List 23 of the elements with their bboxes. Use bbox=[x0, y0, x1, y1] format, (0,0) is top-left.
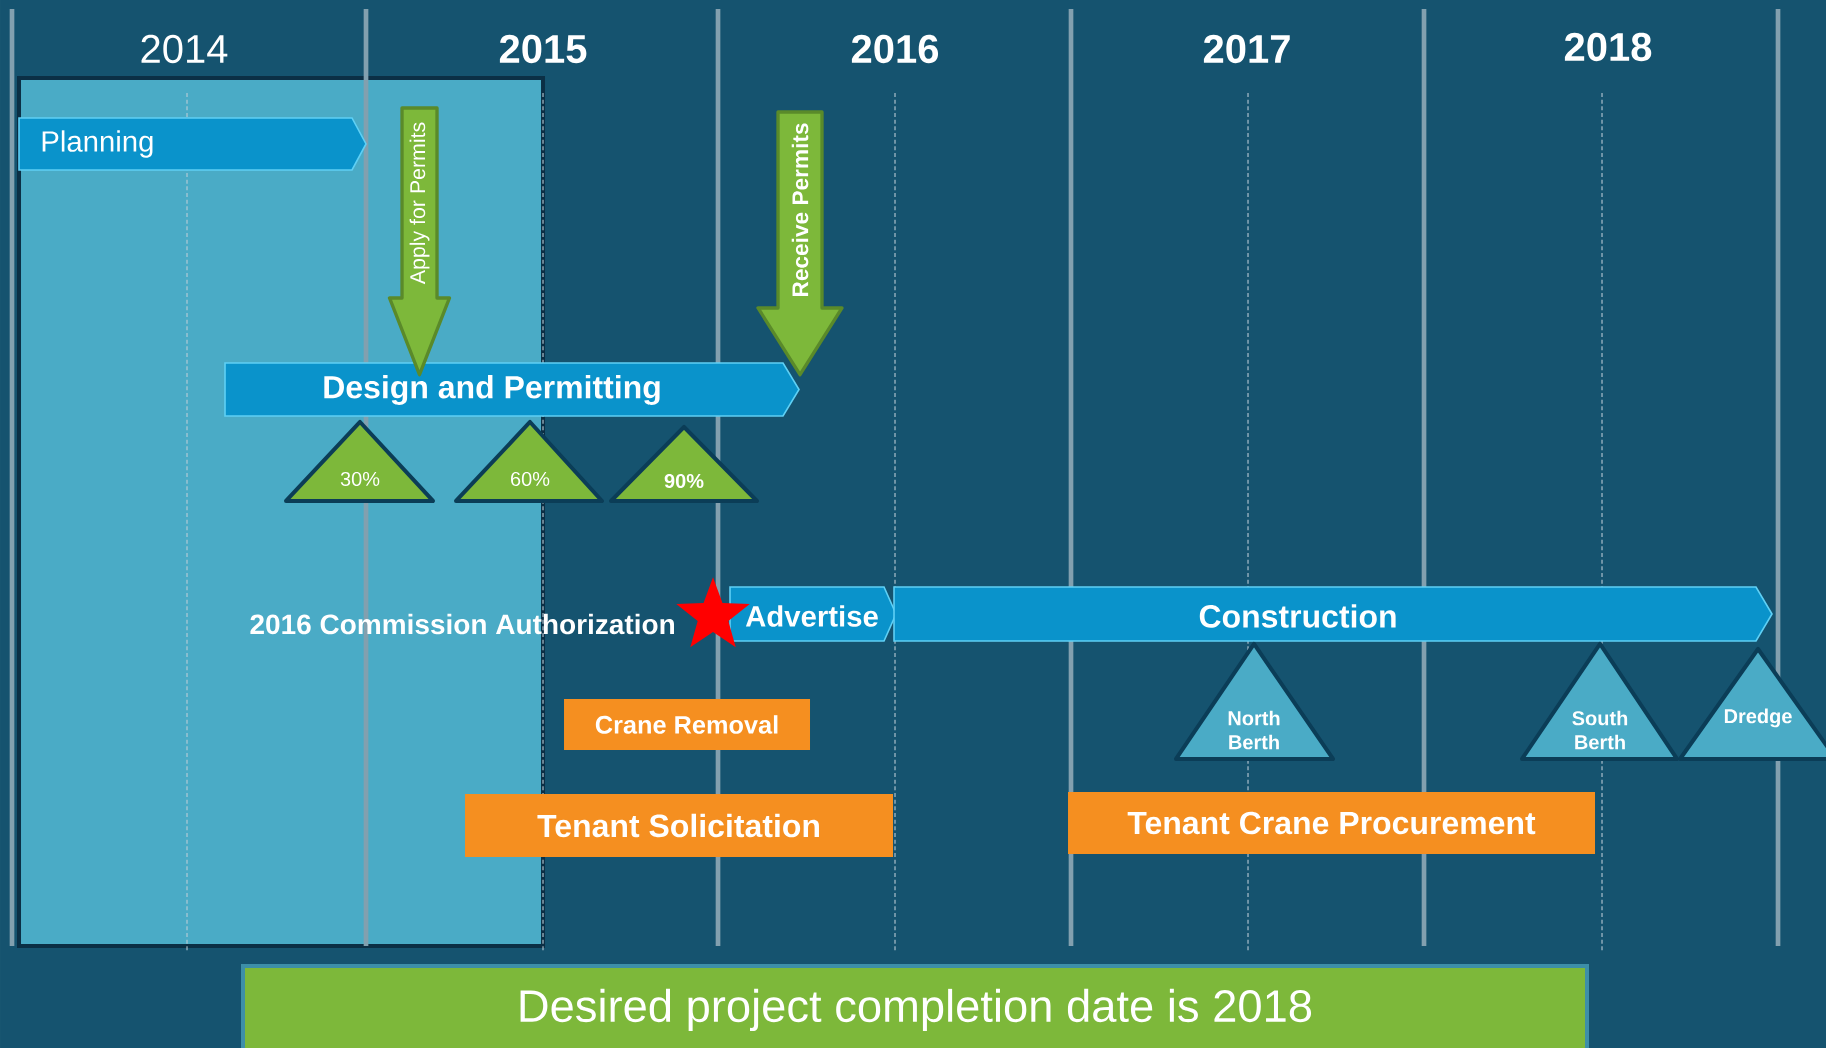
task-box: Tenant Solicitation bbox=[465, 794, 893, 857]
year-label: 2015 bbox=[499, 34, 587, 64]
milestone-triangle: South Berth bbox=[1520, 642, 1679, 761]
milestone-triangle: 30% bbox=[284, 420, 435, 503]
task-box: Tenant Crane Procurement bbox=[1068, 792, 1595, 854]
year-label: 2016 bbox=[851, 34, 939, 64]
phase-bar: Design and Permitting bbox=[224, 362, 800, 417]
edge-label: Apply for Permits bbox=[409, 122, 430, 285]
block-arrow bbox=[756, 110, 844, 377]
milestone-triangle: 90% bbox=[609, 425, 759, 503]
banner-box: Desired project completion date is 2018 bbox=[241, 964, 1589, 1048]
phase-bar: Advertise bbox=[729, 586, 897, 642]
milestone-label: 2016 Commission Authorization bbox=[250, 613, 674, 635]
block-arrow bbox=[387, 106, 452, 377]
phase-bar: Planning bbox=[18, 117, 367, 171]
milestone-triangle: Dredge bbox=[1678, 647, 1826, 761]
milestone-triangle: North Berth bbox=[1174, 642, 1335, 761]
year-label: 2018 bbox=[1564, 32, 1652, 62]
task-box: Crane Removal bbox=[564, 699, 810, 750]
edge-label: Receive Permits bbox=[791, 123, 809, 297]
year-label: 2014 bbox=[141, 34, 228, 64]
milestone-triangle: 60% bbox=[454, 420, 604, 503]
year-label: 2017 bbox=[1203, 34, 1290, 64]
